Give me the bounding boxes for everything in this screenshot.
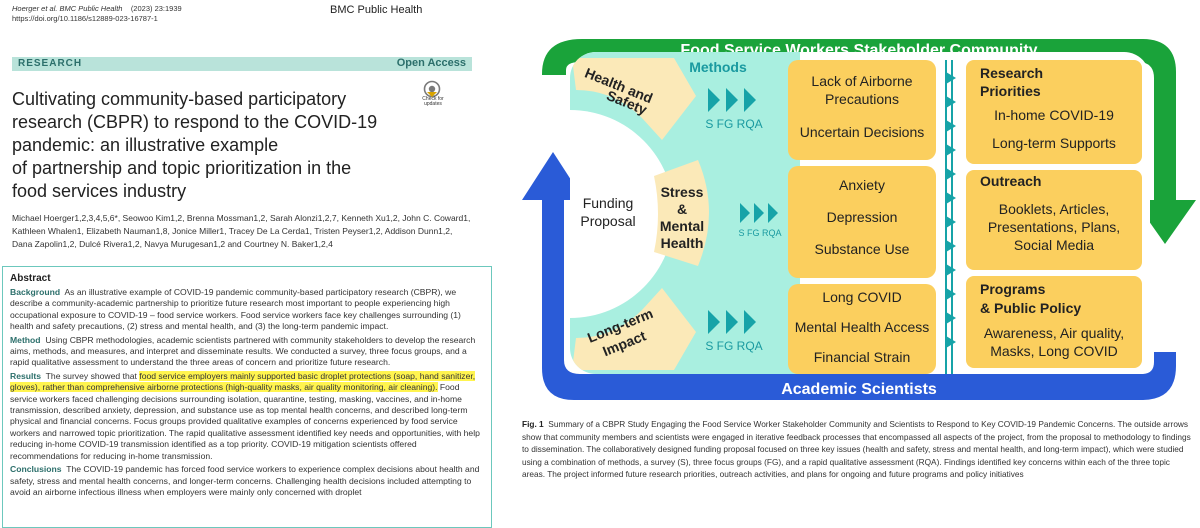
methods-arrows-1 (708, 88, 756, 112)
outcome-policy-box (966, 276, 1142, 368)
check-updates-label: Check for updates (422, 96, 444, 107)
conclusions-text: The COVID-19 pandemic has forced food se… (10, 464, 480, 497)
outcome-item: Presentations, Plans, (988, 219, 1120, 235)
method-code: S FG RQA (738, 228, 781, 238)
scientists-arrow (522, 152, 1176, 400)
findings-box-3 (788, 284, 936, 374)
topic2-line: Health (661, 235, 704, 251)
citation-author: Hoerger et al. BMC Public Health (12, 4, 123, 13)
finding-item: Lack of Airborne (811, 73, 912, 89)
section-band: RESEARCH Open Access (12, 57, 472, 71)
topic-stress-shape (654, 160, 709, 266)
citation-header: Hoerger et al. BMC Public Health (2023) … (12, 4, 272, 24)
abstract-box: Abstract Background As an illustrative e… (2, 266, 492, 528)
methods-arrows-2 (740, 203, 778, 223)
outcome-item: Social Media (1014, 237, 1094, 253)
finding-item: Financial Strain (814, 349, 911, 365)
abstract-heading: Abstract (10, 273, 51, 284)
chevron-arrow-icon (754, 203, 764, 223)
method-label: Method (10, 334, 41, 345)
chevron-arrow-icon (708, 88, 720, 112)
chevron-arrow-icon (726, 310, 738, 334)
outcome-title: Programs (980, 281, 1046, 297)
finding-item: Depression (827, 209, 898, 225)
results-text: Food service workers faced challenging d… (10, 382, 480, 461)
finding-item: Anxiety (839, 177, 885, 193)
funding-line: Funding (583, 195, 634, 211)
conclusions-label: Conclusions (10, 464, 62, 475)
figure-1: Food Service Workers Stakeholder Communi… (522, 39, 1196, 400)
abstract-results: Results The survey showed that food serv… (10, 370, 484, 462)
background-label: Background (10, 287, 61, 297)
findings-box-1 (788, 60, 936, 160)
check-updates-icon[interactable] (421, 80, 443, 106)
funding-proposal-area (570, 110, 674, 318)
methods-arrows-3 (708, 310, 756, 334)
outcome-title: Research (980, 65, 1043, 81)
title-line: pandemic: an illustrative example (12, 135, 279, 155)
results-text: The survey showed that (45, 370, 137, 381)
author-line: Michael Hoerger1,2,3,4,5,6*, Seowoo Kim1… (12, 213, 471, 223)
method-code: S FG RQA (705, 339, 762, 353)
background-text: As an illustrative example of COVID-19 p… (10, 287, 461, 332)
finding-item: Substance Use (815, 241, 910, 257)
chevron-arrow-icon (740, 203, 750, 223)
topic2-line: & (677, 201, 687, 217)
funding-line: Proposal (580, 213, 635, 229)
paper-page: Hoerger et al. BMC Public Health (2023) … (0, 0, 500, 528)
outcome-title: Priorities (980, 83, 1041, 99)
dissemination-divider (945, 60, 956, 374)
methods-heading: Methods (689, 59, 747, 75)
outcome-research-box (966, 60, 1142, 164)
section-label: RESEARCH (18, 58, 83, 69)
findings-box-2 (788, 166, 936, 278)
title-line: research (CBPR) to respond to the COVID-… (12, 112, 378, 132)
chevron-arrow-icon (744, 310, 756, 334)
caption-text: Summary of a CBPR Study Engaging the Foo… (522, 419, 1191, 480)
topic2-line: Stress (661, 184, 704, 200)
title-line: of partnership and topic prioritization … (12, 158, 352, 178)
open-access-label: Open Access (396, 57, 466, 69)
title-line: food services industry (12, 181, 187, 201)
finding-item: Long COVID (822, 289, 901, 305)
outcome-item: Long-term Supports (992, 135, 1116, 151)
abstract-conclusions: Conclusions The COVID-19 pandemic has fo… (10, 464, 484, 498)
abstract-background: Background As an illustrative example of… (10, 287, 484, 333)
finding-item: Uncertain Decisions (800, 124, 925, 140)
outcome-item: Awareness, Air quality, (984, 325, 1124, 341)
chevron-arrow-icon (744, 88, 756, 112)
finding-item: Precautions (825, 91, 899, 107)
outcome-item: In-home COVID-19 (994, 107, 1114, 123)
author-list: Michael Hoerger1,2,3,4,5,6*, Seowoo Kim1… (12, 212, 472, 251)
outcome-title: & Public Policy (980, 300, 1081, 316)
scientists-label: Academic Scientists (781, 381, 937, 398)
topic-health-shape (572, 58, 696, 140)
author-line: Dana Zapolin1,2, Dulcé Rivera1,2, Navya … (12, 239, 333, 249)
topic-longterm-shape (572, 288, 696, 370)
paper-title: Cultivating community-based participator… (12, 88, 412, 203)
outcome-outreach-box (966, 170, 1142, 270)
outcome-title: Outreach (980, 173, 1041, 189)
method-text: Using CBPR methodologies, academic scien… (10, 334, 476, 368)
chevron-arrow-icon (768, 203, 778, 223)
results-label: Results (10, 370, 42, 381)
outcome-item: Masks, Long COVID (990, 343, 1118, 359)
chevron-arrow-icon (726, 88, 738, 112)
method-code: S FG RQA (705, 117, 762, 131)
figure-caption: Fig. 1 Summary of a CBPR Study Engaging … (522, 418, 1192, 481)
journal-name: BMC Public Health (330, 4, 423, 16)
finding-item: Mental Health Access (795, 319, 930, 335)
citation-year: (2023) 23:1939 (130, 4, 182, 13)
chevron-arrow-icon (708, 310, 720, 334)
title-line: Cultivating community-based participator… (12, 89, 347, 109)
caption-label: Fig. 1 (522, 419, 544, 429)
outcome-item: Booklets, Articles, (999, 201, 1110, 217)
doi-link[interactable]: https://doi.org/10.1186/s12889-023-16787… (12, 14, 158, 23)
topic2-line: Mental (660, 218, 704, 234)
abstract-method: Method Using CBPR methodologies, academi… (10, 335, 484, 369)
author-line: Kathleen Whalen1, Elizabeth Nauman1,8, J… (12, 226, 453, 236)
